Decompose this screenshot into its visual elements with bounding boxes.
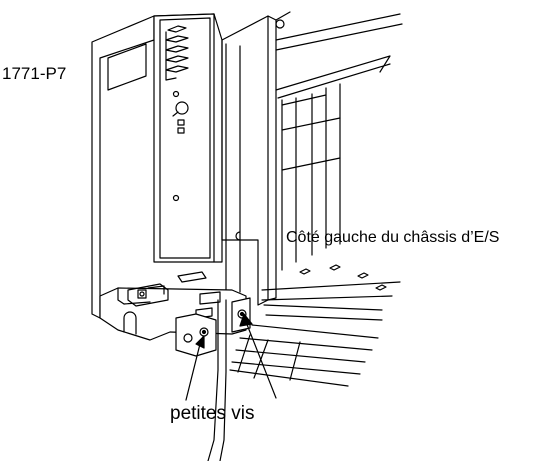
chassis-side-label: Côté gauche du châssis d’E/S <box>286 229 500 246</box>
small-screws-label: petites vis <box>170 403 255 424</box>
screw-leader-lines <box>185 313 277 401</box>
io-chassis <box>221 11 403 387</box>
power-cable <box>207 299 227 461</box>
power-supply-module <box>91 13 251 357</box>
module-model-label: 1771-P7 <box>2 64 67 83</box>
